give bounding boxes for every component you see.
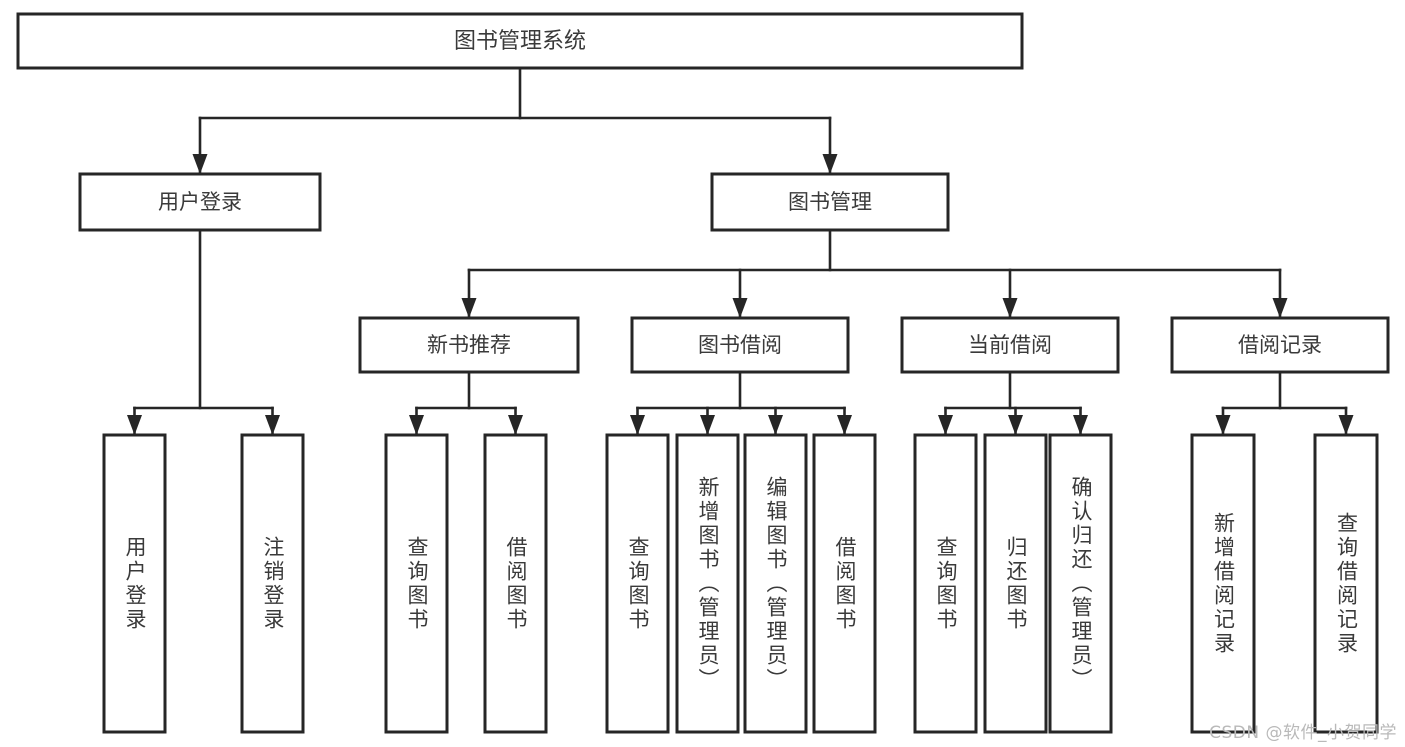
node-box-leaf-query-book[interactable]	[605, 433, 670, 734]
arrow-head-icon	[938, 415, 953, 435]
arrow-head-icon	[700, 415, 715, 435]
node-box-leaf-user-logout[interactable]	[240, 433, 305, 734]
node-box-leaf-add-record[interactable]	[1190, 433, 1256, 734]
node-box-borrow-record[interactable]	[1170, 316, 1390, 374]
arrow-head-icon	[508, 415, 523, 435]
node-box-leaf-return-book[interactable]	[983, 433, 1048, 734]
arrow-head-icon	[1008, 415, 1023, 435]
node-layer	[16, 12, 1390, 734]
node-label-borrow-record: 借阅记录	[1238, 333, 1322, 357]
arrow-head-icon	[409, 415, 424, 435]
node-box-leaf-user-login[interactable]	[102, 433, 167, 734]
arrow-head-icon	[630, 415, 645, 435]
connector-layer	[127, 66, 1354, 436]
arrow-head-icon	[1002, 298, 1018, 318]
arrow-head-icon	[265, 415, 280, 435]
node-box-leaf-add-book[interactable]	[675, 433, 740, 734]
node-box-book-borrow[interactable]	[630, 316, 850, 374]
node-box-user-login[interactable]	[78, 172, 322, 232]
node-box-leaf-query-book-cur[interactable]	[913, 433, 978, 734]
node-label-book-manage: 图书管理	[788, 190, 872, 214]
arrow-head-icon	[461, 298, 477, 318]
arrow-head-icon	[768, 415, 783, 435]
node-label-book-borrow: 图书借阅	[698, 333, 782, 357]
node-label-root: 图书管理系统	[454, 29, 586, 54]
node-box-leaf-query-record[interactable]	[1313, 433, 1379, 734]
arrow-head-icon	[1338, 415, 1354, 435]
node-box-leaf-borrow-book[interactable]	[812, 433, 877, 734]
arrow-head-icon	[1215, 415, 1231, 435]
node-box-leaf-borrow-book-rec[interactable]	[483, 433, 548, 734]
arrow-head-icon	[822, 154, 838, 174]
arrow-head-icon	[1073, 415, 1088, 435]
node-box-current-borrow[interactable]	[900, 316, 1120, 374]
arrow-head-icon	[732, 298, 748, 318]
csdn-watermark: CSDN @软件_小贺同学	[1209, 723, 1397, 743]
node-label-new-book-recommend: 新书推荐	[427, 333, 511, 357]
node-box-leaf-edit-book[interactable]	[743, 433, 808, 734]
node-label-current-borrow: 当前借阅	[968, 333, 1052, 357]
node-box-leaf-query-book-rec[interactable]	[384, 433, 449, 734]
node-label-user-login: 用户登录	[158, 190, 242, 214]
arrow-head-icon	[837, 415, 852, 435]
node-box-new-book-recommend[interactable]	[358, 316, 580, 374]
arrow-head-icon	[192, 154, 208, 174]
arrow-head-icon	[127, 415, 142, 435]
node-box-book-manage[interactable]	[710, 172, 950, 232]
arrow-head-icon	[1272, 298, 1288, 318]
node-box-root[interactable]	[16, 12, 1024, 70]
node-box-leaf-confirm-return[interactable]	[1048, 433, 1113, 734]
